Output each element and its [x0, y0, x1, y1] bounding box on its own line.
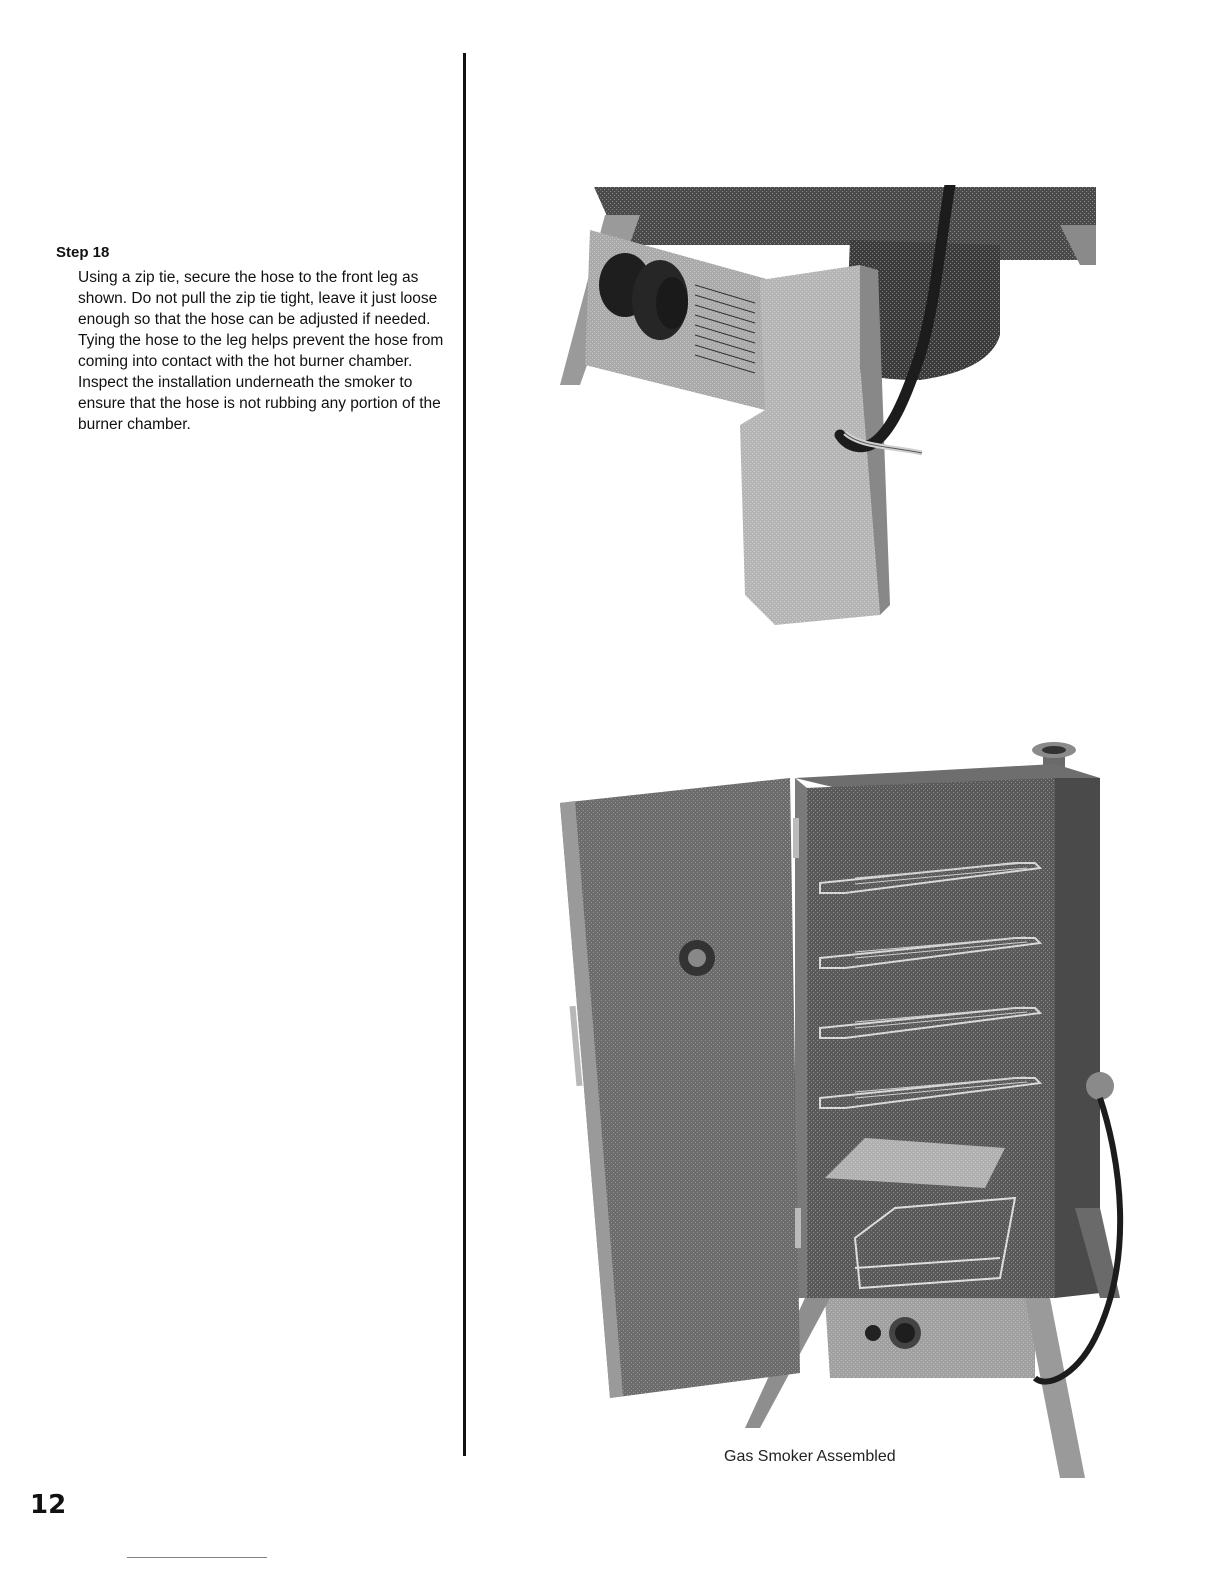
footer-rule — [127, 1557, 267, 1558]
assembled-smoker-illustration-icon — [555, 738, 1125, 1483]
column-divider — [463, 53, 466, 1456]
step-title: Step 18 — [56, 244, 110, 261]
figure-caption: Gas Smoker Assembled — [724, 1448, 896, 1465]
step-section: Step 18 Using a zip tie, secure the hose… — [56, 244, 446, 435]
zip-tie-hose-leg-illustration-icon — [560, 179, 1096, 635]
page-number: 12 — [30, 1490, 67, 1520]
step-instructions: Using a zip tie, secure the hose to the … — [78, 269, 444, 433]
